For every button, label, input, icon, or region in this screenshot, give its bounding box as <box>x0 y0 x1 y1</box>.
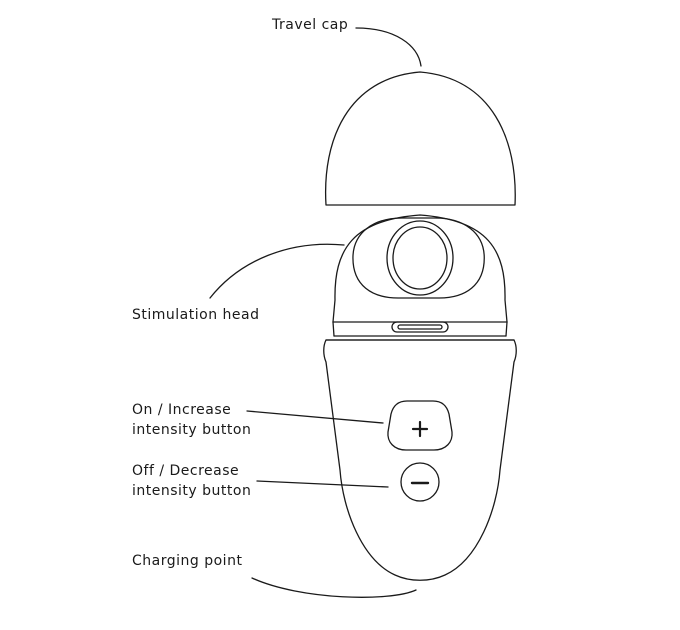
plus-icon <box>411 420 429 438</box>
label-charging-point: Charging point <box>132 553 243 569</box>
suction-opening <box>352 217 485 299</box>
label-off-decrease-line1: Off / Decrease <box>132 463 240 479</box>
label-off-decrease-line2: intensity button <box>132 483 252 499</box>
leader-lines <box>209 27 422 598</box>
label-stimulation-head: Stimulation head <box>132 307 260 323</box>
device-body <box>323 339 517 581</box>
travel-cap <box>324 71 516 206</box>
led-indicator <box>391 321 449 333</box>
minus-button-shape <box>400 462 440 502</box>
label-travel-cap: Travel cap <box>272 17 349 33</box>
label-on-increase-line2: intensity button <box>132 422 252 438</box>
label-on-increase: On / Increase intensity button <box>132 400 251 440</box>
label-on-increase-line1: On / Increase <box>132 402 232 418</box>
label-off-decrease: Off / Decrease intensity button <box>132 461 251 501</box>
plus-button-shape <box>387 400 453 451</box>
